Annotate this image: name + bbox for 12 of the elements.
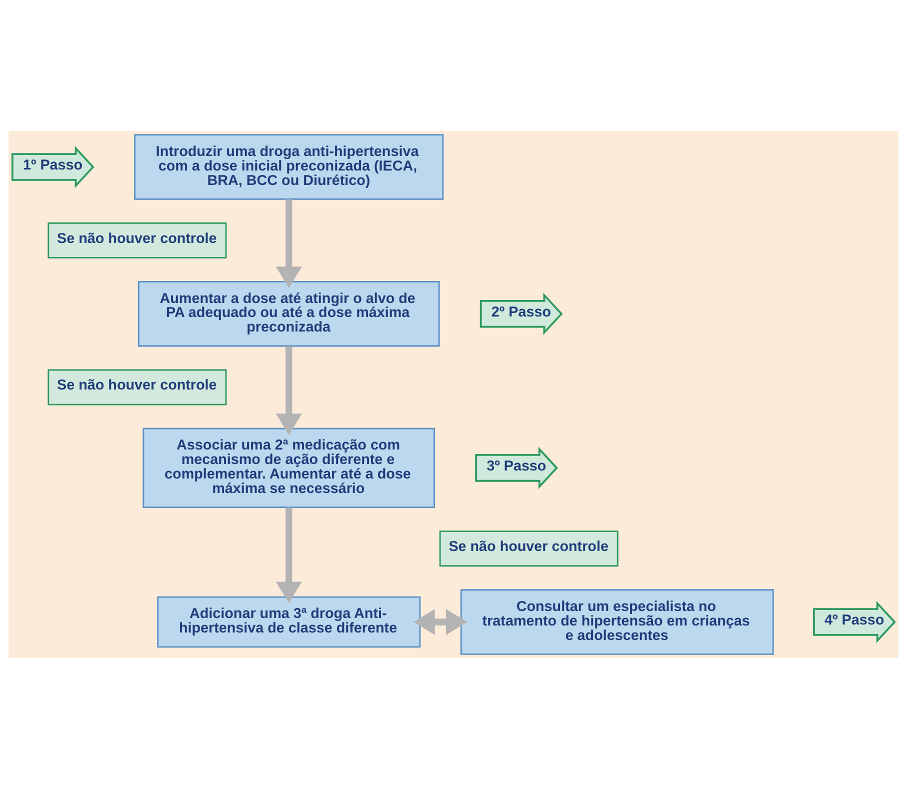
node-box: Se não houver controle [48,222,227,258]
arrow [276,346,302,434]
node-box: Se não houver controle [48,368,227,405]
node-box: Associar uma 2ª medicação com mecanismo de ação diferente e complementar. Aumentar até a dose máxima se necessário [142,427,436,508]
node-box: Se não houver controle [439,530,618,566]
arrow [276,507,302,603]
node-box: Aumentar a dose até atingir o alvo de PA adequado ou até a dose máxima preconizada [138,280,440,346]
node-box: Consultar um especialista no tratamento de hipertensão em crianças e adolescentes [460,588,774,654]
node-box: Adicionar uma 3ª droga Anti-hipertensiva de classe diferente [157,596,421,648]
arrow [276,198,302,288]
arrow [414,608,468,635]
node-box: Introduzir uma droga anti-hipertensiva com a dose inicial preconizada (IECA, BRA, BCC ou Diurético) [134,134,444,200]
